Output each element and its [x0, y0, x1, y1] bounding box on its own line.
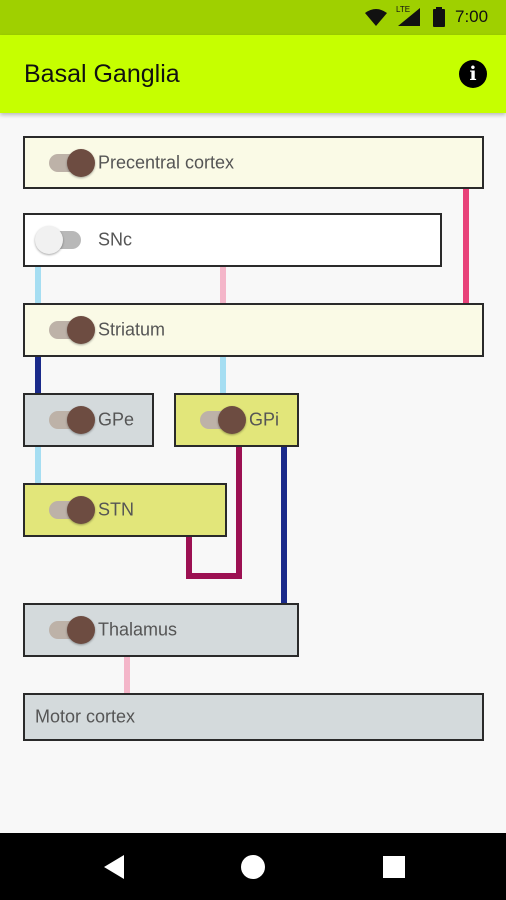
- stn-label: STN: [98, 499, 134, 520]
- back-icon[interactable]: [104, 855, 124, 879]
- striatum-label: Striatum: [98, 319, 166, 340]
- connector-striatum-gpi: [220, 356, 226, 394]
- signal-icon: [398, 8, 420, 26]
- node-gpe[interactable]: GPe: [23, 393, 154, 447]
- wifi-icon: [365, 9, 387, 26]
- node-gpi[interactable]: GPi: [174, 393, 299, 447]
- status-time: 7:00: [455, 7, 489, 26]
- app-title: Basal Ganglia: [24, 60, 180, 88]
- network-type: LTE: [396, 5, 411, 14]
- node-striatum[interactable]: Striatum: [23, 303, 484, 357]
- precentral-cortex-label: Precentral cortex: [98, 152, 235, 172]
- motor-cortex-label: Motor cortex: [35, 706, 136, 727]
- connector-stn-gpi-loop: [236, 446, 242, 579]
- node-snc[interactable]: SNc: [23, 213, 442, 267]
- thalamus-label: Thalamus: [98, 619, 178, 640]
- node-thalamus[interactable]: Thalamus: [23, 603, 299, 657]
- connector-snc-striatum-left: [35, 266, 41, 304]
- connector-stn-gpi-loop: [186, 573, 242, 579]
- home-icon[interactable]: [241, 855, 265, 879]
- info-icon[interactable]: i: [459, 60, 487, 88]
- status-bar: LTE 7:00: [0, 0, 506, 35]
- connector-precentral-striatum: [463, 189, 469, 303]
- connector-stn-gpi-loop: [186, 535, 192, 579]
- connector-snc-striatum-right: [220, 266, 226, 304]
- node-motor-cortex[interactable]: Motor cortex: [23, 693, 484, 741]
- app-bar: [0, 35, 506, 113]
- connector-gpe-stn: [35, 446, 41, 484]
- node-precentral-cortex[interactable]: Precentral cortex: [23, 136, 484, 189]
- node-stn[interactable]: STN: [23, 483, 227, 537]
- snc-label: SNc: [98, 229, 133, 250]
- gpi-label: GPi: [249, 409, 280, 430]
- gpe-label: GPe: [98, 409, 135, 430]
- connector-thalamus-motor: [124, 655, 130, 693]
- connector-striatum-gpe: [35, 356, 41, 394]
- battery-icon: [433, 7, 445, 27]
- recents-icon[interactable]: [383, 856, 405, 878]
- connector-gpi-thalamus: [281, 446, 287, 604]
